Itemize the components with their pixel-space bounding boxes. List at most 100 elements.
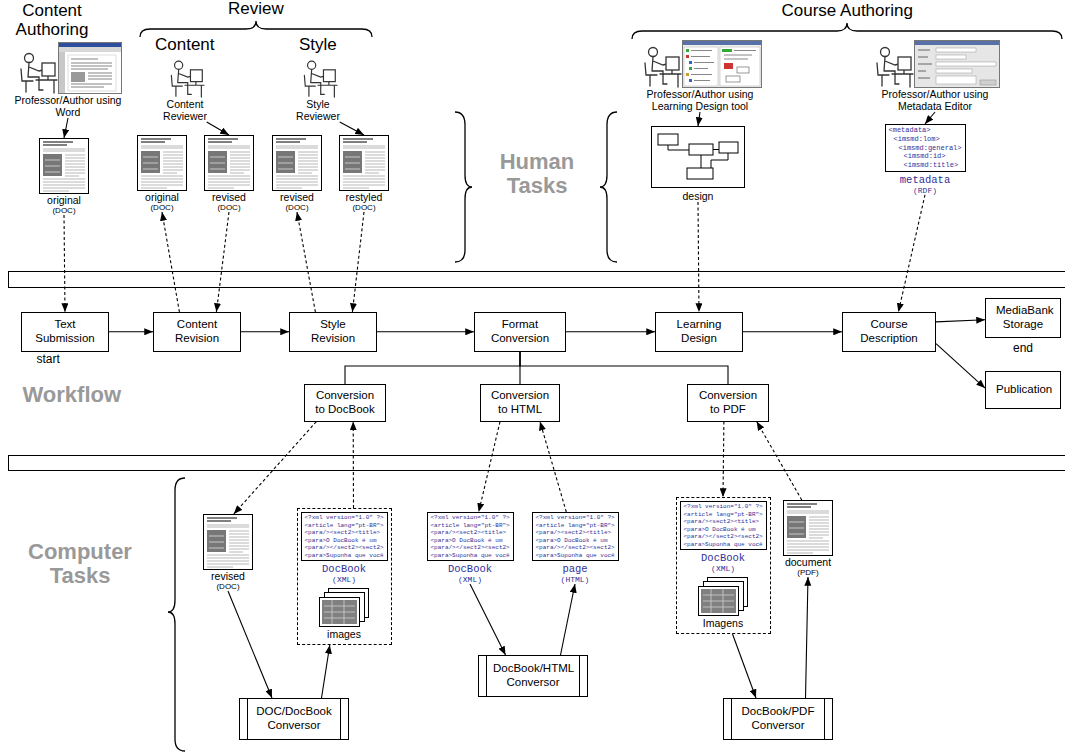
code-line: <para/></sect2><sect2> [305,544,384,552]
converter-box: DOC/DocBook Conversor [239,698,349,740]
flow-arrow [322,645,330,698]
flow-arrow [698,112,700,126]
dashed-group: <?xml version="1.0" ?><article lang="pt-… [297,508,392,645]
flow-arrow [936,320,985,322]
code-line: <para>O DocBook é um [684,526,763,534]
illustration [870,40,1000,88]
box-label: Course Description [853,318,925,346]
illustration-part [683,41,762,88]
flow-arrow [936,344,985,388]
converter-bar [247,699,248,739]
figure-node: restyled(DOC) [335,135,393,212]
illustration [655,130,741,184]
flow-arrow [377,331,474,332]
illustration-part [204,515,253,570]
code-line: <article lang="pt-BR"> [431,522,510,530]
box-label: Learning Design [666,318,732,346]
illustration [638,40,762,88]
illustration-part [320,589,369,627]
code-line: <metadata> [889,126,962,135]
caption-type: (DOC) [35,206,93,215]
process-box: Style Revision [289,312,377,352]
illustration-part [645,48,681,88]
converter-bar [731,699,732,739]
code-line: <imsmd:lom> [889,135,962,144]
converter-bar [579,656,580,696]
design-frame [651,126,745,188]
dashed-link [540,422,566,512]
code-line: <para>Suponha que você [305,552,384,560]
code-line: <para>Suponha que você [536,552,615,560]
caption-type: (PDF) [777,568,839,577]
process-box: Conversion to PDF [687,384,769,422]
code-line: <para/></sect2><sect2> [684,533,763,541]
caption-type: (DOC) [199,582,257,591]
caption-type: (XML) [680,564,767,573]
dashed-link [698,202,699,312]
flow-arrow [520,352,728,384]
process-box: Conversion to HTML [480,384,560,422]
caption: Style Reviewer [287,98,349,122]
code-line: <para/></sect2><sect2> [536,544,615,552]
caption: images [314,628,374,640]
flow-arrow [806,577,809,698]
caption-type: (DOC) [335,203,393,212]
code-line: <article lang="pt-BR"> [305,522,384,530]
flow-arrow [64,118,68,138]
section-label: Content [155,36,215,55]
code-line: <para/><sect2><title> [536,529,615,537]
illustration-part [205,136,254,191]
dashed-link [722,422,724,497]
caption: Professor/Author using Word [12,94,124,118]
band-bar [9,456,1065,471]
box-label: DocBook/HTML Conversor [493,662,573,690]
dashed-group: <?xml version="1.0" ?><article lang="pt-… [676,497,771,634]
illustration [697,577,749,617]
code-document: <?xml version="1.0" ?><article lang="pt-… [427,512,514,584]
illustration [272,135,322,191]
flow-arrow [561,584,576,655]
design-node: design [651,126,745,202]
illustration [298,58,338,98]
code-document: <?xml version="1.0" ?><article lang="pt-… [680,501,767,573]
code-line: <para/><sect2><title> [305,529,384,537]
section-label: Content Authoring [2,2,102,39]
caption: revised [200,191,258,203]
caption: DocBook [301,563,388,575]
caption: original [133,191,191,203]
flow-arrow [733,634,757,698]
section-label: Computer Tasks [15,540,145,588]
caption: original [35,194,93,206]
code-line: <para>O DocBook é um [305,537,384,545]
caption: Professor/Author using Learning Design t… [625,88,775,112]
figure-node: Professor/Author using Word [12,42,124,118]
dashed-link [216,212,229,312]
process-box: Conversion to DocBook [304,384,386,422]
brace [600,112,617,262]
figure-node: revised(DOC) [199,514,257,591]
caption: revised [268,191,326,203]
box-label: DOC/DocBook Conversor [254,705,334,733]
code-document: <?xml version="1.0" ?><article lang="pt-… [532,512,619,584]
converter-bar [824,699,825,739]
illustration-part [658,134,738,179]
figure-node: Professor/Author using Learning Design t… [625,40,775,112]
code-line: <imsmd:title> [889,161,962,170]
caption: DocBook [427,563,514,575]
code-line: <para>Suponha que você [684,541,763,549]
code-line: <para/></sect2><sect2> [431,544,510,552]
caption: document [777,556,839,568]
flow-arrow [109,331,153,332]
box-label: Publication [996,383,1050,397]
illustration-part [21,54,57,94]
process-box: Format Conversion [474,312,566,352]
flow-arrow [340,122,364,135]
code-line: <imsmd:general> [889,144,962,153]
brace [632,23,1062,39]
flow-arrow [345,352,520,384]
dashed-link [162,212,179,312]
flow-arrow [228,591,272,698]
illustration-part [138,136,187,191]
